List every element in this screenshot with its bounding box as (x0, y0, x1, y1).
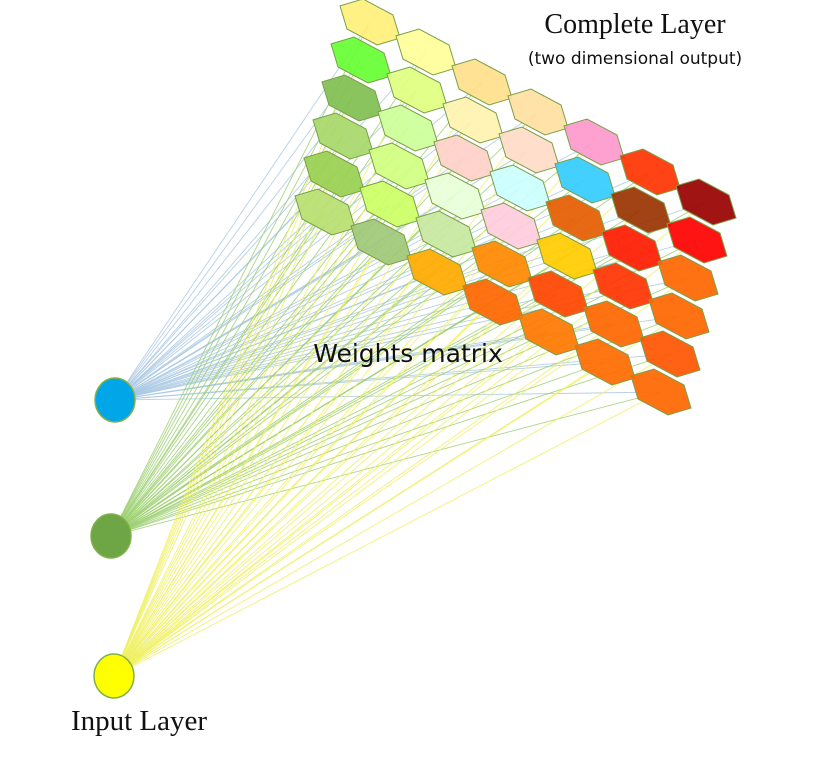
weight-line (110, 81, 483, 537)
weight-line (110, 173, 335, 537)
weight-line (110, 21, 371, 537)
weight-line (113, 211, 326, 677)
weight-line (113, 361, 606, 677)
weight-line (110, 391, 662, 537)
weight-line (113, 233, 447, 677)
output-neuron-hex (657, 254, 719, 302)
output-neuron-hex (630, 368, 692, 416)
weight-line (113, 135, 344, 677)
weight-line (110, 271, 438, 537)
output-neuron-hex (666, 216, 728, 264)
weight-line (113, 271, 438, 677)
weight-line (113, 225, 512, 677)
weight-line (114, 211, 326, 401)
weight-line (113, 127, 409, 677)
weight-line (113, 241, 382, 677)
weight-line (114, 241, 382, 401)
weight-line (114, 277, 689, 401)
weight-line (110, 241, 382, 537)
weights-matrix-label: Weights matrix (313, 339, 503, 368)
weight-line (114, 255, 568, 401)
input-node (94, 377, 136, 423)
weight-line (113, 285, 624, 677)
weight-line (110, 353, 671, 537)
output-grid (294, 0, 737, 416)
input-node (93, 653, 135, 699)
weight-line (110, 361, 606, 537)
output-neuron-hex (675, 178, 737, 226)
weight-line (113, 353, 671, 677)
input-layer-title: Input Layer (71, 705, 207, 737)
weight-line (110, 293, 559, 537)
weight-line (113, 293, 559, 677)
weight-line (110, 263, 503, 537)
output-layer-subtitle: (two dimensional output) (528, 49, 742, 69)
input-node (90, 513, 132, 559)
weight-line (110, 51, 427, 537)
weight-line (113, 157, 465, 677)
weight-line (113, 331, 550, 677)
weight-connections (110, 21, 707, 677)
weight-line (114, 97, 353, 401)
weight-line (110, 233, 447, 537)
weight-line (114, 239, 698, 401)
weight-line (113, 391, 662, 677)
weight-line (113, 195, 456, 677)
weight-line (113, 301, 494, 677)
weight-line (114, 173, 335, 401)
weight-line (110, 211, 326, 537)
weight-line (114, 271, 438, 401)
input-nodes (90, 377, 136, 699)
weight-line (110, 89, 418, 537)
weight-line (113, 263, 503, 677)
weight-line (114, 353, 671, 401)
weight-line (114, 331, 550, 401)
weight-line (110, 201, 707, 537)
output-neuron-hex (648, 292, 710, 340)
output-layer-title: Complete Layer (544, 9, 726, 40)
weight-line (114, 225, 512, 401)
weight-line (113, 323, 615, 677)
weight-line (114, 59, 362, 401)
weight-line (110, 203, 391, 537)
weight-line (113, 203, 391, 677)
output-neuron-hex (639, 330, 701, 378)
weight-line (113, 173, 335, 677)
weight-line (113, 165, 400, 677)
weight-line (113, 255, 568, 677)
weight-line (114, 135, 344, 401)
weight-line (110, 119, 474, 537)
